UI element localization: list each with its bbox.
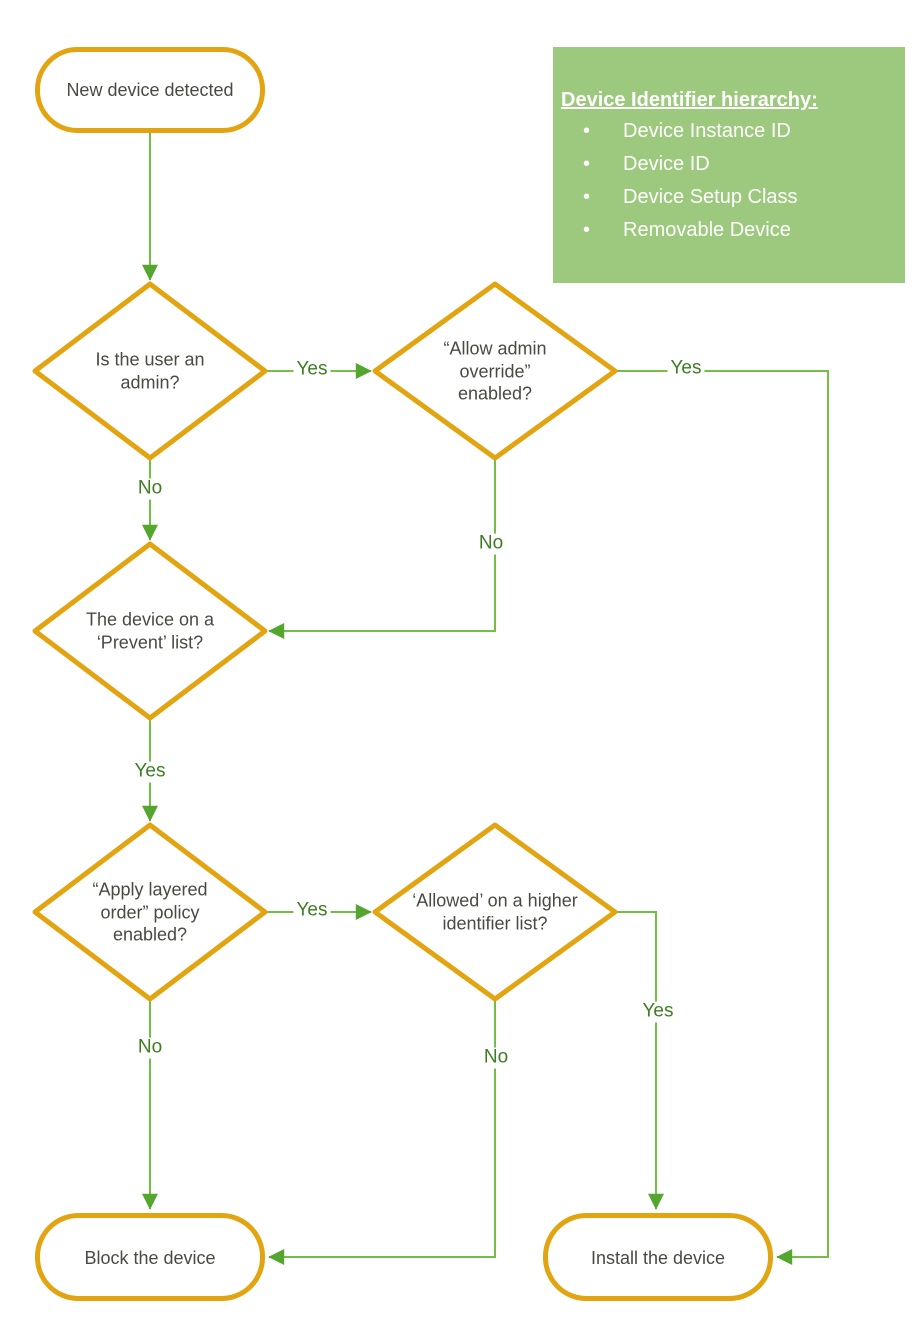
start-terminator-shape xyxy=(35,47,265,133)
layered-decision-shape xyxy=(32,822,268,1002)
legend-item: Device ID xyxy=(561,153,895,176)
admin-yes-edge-label: Yes xyxy=(293,359,331,381)
legend-item: Device Setup Class xyxy=(561,186,895,209)
edge-allowed-no-to-block xyxy=(268,999,496,1265)
block-terminator-shape xyxy=(35,1213,265,1301)
allowed-node-label: ‘Allowed’ on a higher identifier list? xyxy=(412,890,578,934)
edge-allowed-yes-to-install xyxy=(615,911,664,1210)
device-identifier-hierarchy-legend: Device Identifier hierarchy: Device Inst… xyxy=(553,47,905,283)
admin-decision-shape xyxy=(32,281,268,461)
layered-node-label: “Apply layered order” policy enabled? xyxy=(92,879,208,945)
block-node-label: Block the device xyxy=(84,1247,216,1268)
legend-item: Removable Device xyxy=(561,219,895,242)
admin-no-edge-label: No xyxy=(134,478,166,500)
override-node-label: “Allow admin override” enabled? xyxy=(443,338,547,404)
allowed-decision-shape xyxy=(372,822,618,1002)
edge-override-yes-to-install xyxy=(615,370,829,1265)
install-node-label: Install the device xyxy=(590,1247,726,1268)
override-no-edge-label: No xyxy=(475,533,507,555)
allowed-yes-edge-label: Yes xyxy=(639,1001,677,1023)
prevent-decision-shape xyxy=(32,541,268,721)
edge-override-no-to-prevent xyxy=(268,458,496,639)
start-node-label: New device detected xyxy=(66,79,234,100)
legend-title: Device Identifier hierarchy: xyxy=(561,89,818,111)
legend-item: Device Instance ID xyxy=(561,120,895,143)
admin-node-label: Is the user an admin? xyxy=(95,349,205,393)
layered-yes-edge-label: Yes xyxy=(293,900,331,922)
prevent-node-label: The device on a ‘Prevent’ list? xyxy=(85,609,215,653)
legend-list: Device Instance ID Device ID Device Setu… xyxy=(561,120,895,242)
override-yes-edge-label: Yes xyxy=(667,358,705,380)
install-terminator-shape xyxy=(543,1213,773,1301)
allowed-no-edge-label: No xyxy=(480,1047,512,1069)
override-decision-shape xyxy=(372,281,618,461)
layered-no-edge-label: No xyxy=(134,1037,166,1059)
prevent-yes-edge-label: Yes xyxy=(131,761,169,783)
